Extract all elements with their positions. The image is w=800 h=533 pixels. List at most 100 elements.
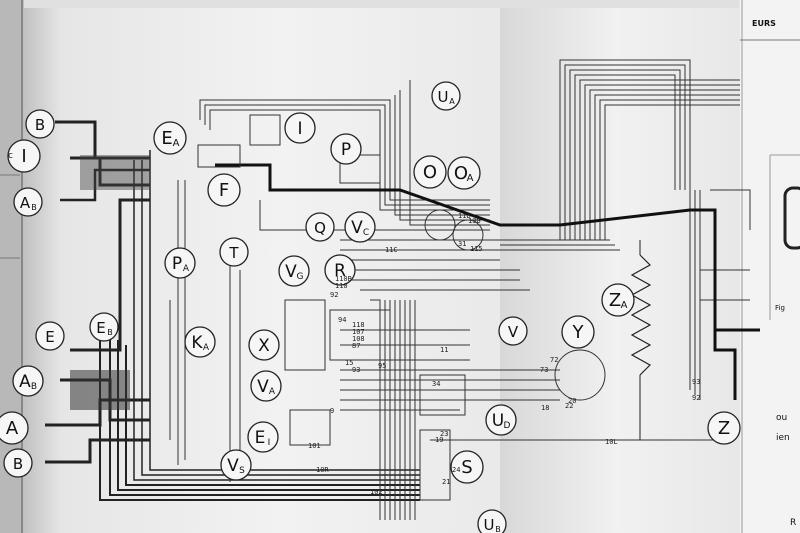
- component-label-subscript: A: [183, 264, 190, 274]
- wire-number-label: 110: [335, 282, 348, 290]
- component-label-t: T: [219, 237, 249, 267]
- component-label-letter: Y: [572, 322, 585, 343]
- component-label-subscript: A: [173, 138, 180, 149]
- wire-number-label: 107: [352, 328, 365, 336]
- component-label-letter: P: [172, 254, 182, 274]
- figure-ref-text: Fig: [775, 304, 785, 312]
- connector-block-S: [419, 429, 451, 501]
- wire-number-label: 93: [352, 366, 360, 374]
- wire-number-label: 95: [378, 362, 386, 370]
- component-label-v: V: [498, 316, 528, 346]
- component-label-subscript: B: [31, 203, 37, 212]
- wire-number-label: 9: [330, 407, 334, 415]
- wire-number-label: 87: [352, 342, 360, 350]
- component-label-i-left: I: [7, 139, 41, 173]
- component-label-letter: U: [484, 516, 495, 533]
- wire-number-label: 72: [550, 356, 558, 364]
- component-label-letter: K: [191, 333, 203, 353]
- component-label-f: F: [207, 173, 241, 207]
- terminal-block-center: [329, 309, 391, 361]
- component-label-letter: E: [255, 428, 266, 448]
- component-label-a-low: A: [0, 411, 29, 445]
- component-label-b-top: B: [25, 109, 55, 139]
- component-label-b-bottom: B: [3, 448, 33, 478]
- wire-number-label: 118: [352, 321, 365, 329]
- wire-number-label: 13B: [468, 217, 481, 225]
- component-label-subscript: A: [269, 387, 276, 397]
- wire-number-label: 23: [440, 430, 448, 438]
- component-label-letter: B: [13, 455, 23, 473]
- component-label-letter: I: [297, 119, 302, 139]
- wire-number-label: 21: [442, 478, 450, 486]
- component-label-letter: P: [341, 140, 351, 160]
- wire-number-label: 19: [435, 436, 443, 444]
- component-label-i: I: [284, 112, 316, 144]
- component-label-letter: A: [19, 372, 31, 392]
- wire-number-label: 108: [352, 335, 365, 343]
- component-label-subscript: B: [107, 328, 113, 337]
- wire-number-label: 11C: [385, 246, 398, 254]
- component-label-letter: Z: [718, 418, 730, 439]
- left-edge-text: c: [8, 151, 13, 161]
- terminal-block-UD: [419, 374, 466, 416]
- wire-number-label: 11B: [458, 212, 471, 220]
- resistor-symbol: [630, 254, 652, 376]
- wire-number-label: 20: [568, 397, 576, 405]
- component-label-letter: F: [219, 180, 229, 201]
- component-label-subscript: B: [495, 525, 501, 533]
- wire-number-label: 110B: [335, 275, 352, 283]
- wire-number-label: 102: [370, 488, 383, 496]
- component-label-e-left: E: [35, 321, 65, 351]
- wire-number-label: 18: [541, 404, 549, 412]
- component-label-r: R: [324, 254, 356, 286]
- component-label-letter: V: [508, 323, 519, 341]
- header-fragment: EURS: [752, 19, 776, 28]
- switch-box-I: [249, 114, 281, 146]
- component-label-letter: Z: [609, 290, 621, 311]
- lamp-OA: [452, 219, 484, 251]
- component-label-subscript: S: [239, 466, 245, 476]
- side-text-ien: ien: [776, 433, 790, 443]
- component-label-letter: A: [20, 194, 31, 212]
- wire-number-label: 22: [565, 402, 573, 410]
- component-label-q: Q: [305, 212, 335, 242]
- component-label-x: X: [248, 329, 280, 361]
- component-label-letter: B: [35, 116, 45, 134]
- component-label-letter: Q: [314, 219, 326, 237]
- component-label-subscript: C: [363, 228, 369, 238]
- component-label-subscript: B: [31, 382, 37, 392]
- component-label-letter: T: [228, 244, 239, 262]
- component-label-subscript: A: [467, 173, 474, 184]
- side-text-ou: ou: [776, 413, 787, 423]
- component-label-s: S: [450, 450, 484, 484]
- wire-number-label: 10R: [316, 466, 329, 474]
- component-label-letter: E: [161, 128, 172, 149]
- component-label-letter: V: [285, 262, 297, 282]
- component-label-letter: S: [461, 457, 472, 478]
- component-label-letter: E: [45, 328, 54, 346]
- component-label-letter: V: [227, 456, 239, 476]
- component-label-letter: V: [351, 218, 363, 238]
- lamp-O: [424, 209, 456, 241]
- component-label-oa: OA: [447, 156, 481, 190]
- wire-number-label: 34: [432, 380, 440, 388]
- wire-number-label: 11: [440, 346, 448, 354]
- component-label-o: O: [413, 155, 447, 189]
- component-label-y: Y: [561, 315, 595, 349]
- right-wire-harness: [430, 59, 751, 441]
- ground-wire: [215, 163, 737, 400]
